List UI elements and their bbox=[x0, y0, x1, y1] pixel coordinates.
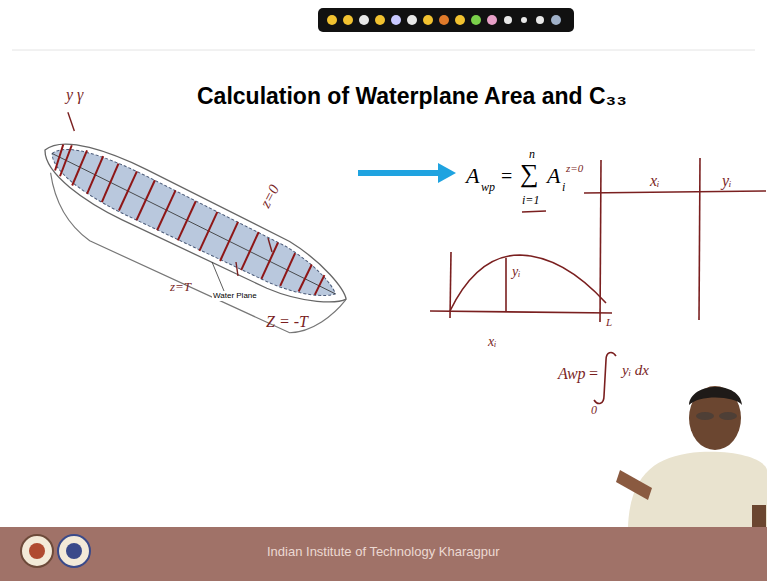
integral-limit: 0 bbox=[591, 404, 597, 417]
hand-table bbox=[584, 158, 766, 322]
curve-label: xᵢ bbox=[488, 334, 496, 349]
axis-label: z=T bbox=[170, 280, 191, 294]
axis-label: z=0 bbox=[257, 182, 283, 210]
presenter bbox=[616, 386, 767, 527]
footer-text: Indian Institute of Technology Kharagpur bbox=[267, 545, 499, 559]
part-label: Water Plane bbox=[212, 292, 258, 301]
axis-label: Z = -T bbox=[266, 313, 308, 331]
ship-sketch bbox=[18, 110, 366, 353]
formula-subscript: wp bbox=[481, 181, 495, 194]
formula-handwritten: = bbox=[588, 365, 599, 383]
formula-symbol: ∑ bbox=[520, 160, 539, 189]
formula-subscript: i bbox=[562, 181, 565, 194]
slide-title: Calculation of Waterplane Area and C₃₃ bbox=[197, 84, 627, 109]
curve-sketch bbox=[430, 252, 612, 318]
toolbar-icons bbox=[327, 15, 561, 25]
logo bbox=[21, 535, 53, 567]
formula-handwritten: yᵢ dx bbox=[622, 362, 649, 379]
axis-label: z=0 bbox=[566, 162, 583, 174]
curve-label: yᵢ bbox=[512, 264, 520, 279]
footer-bar bbox=[0, 527, 767, 581]
axis-label: y γ bbox=[66, 86, 83, 104]
logo bbox=[58, 535, 90, 567]
formula-handwritten: Awp bbox=[558, 365, 586, 383]
formula-limit: i=1 bbox=[522, 194, 539, 207]
formula-symbol: A bbox=[466, 164, 479, 188]
formula-symbol: = bbox=[501, 165, 512, 187]
formula-symbol: A bbox=[547, 164, 560, 188]
toolbar bbox=[318, 8, 574, 32]
table-header: yᵢ bbox=[722, 172, 732, 190]
table-header: xᵢ bbox=[650, 172, 660, 190]
curve-label: L bbox=[606, 316, 612, 328]
